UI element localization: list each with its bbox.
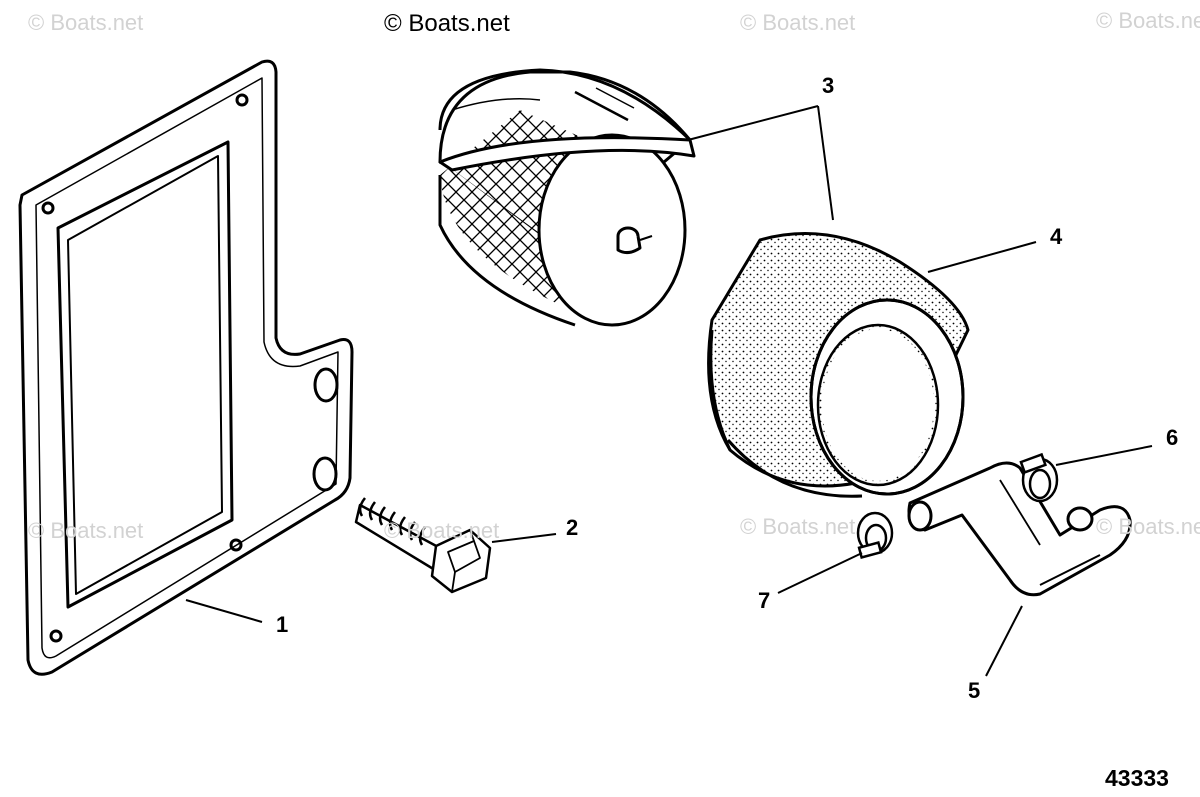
foam-sleeve (707, 232, 970, 498)
callout-2: 2 (566, 515, 579, 540)
leader-line-2 (491, 533, 557, 543)
watermark: © Boats.net (1096, 514, 1200, 539)
leader-line-5 (985, 605, 1023, 677)
callout-7: 7 (758, 588, 771, 613)
hose-clamp-upper (1019, 452, 1059, 503)
hose (907, 461, 1132, 597)
watermark-copyright: © Boats.net (384, 10, 510, 37)
callout-5: 5 (968, 678, 981, 703)
leader-line-4 (927, 241, 1037, 273)
filter-element (438, 68, 696, 327)
watermark: © Boats.net (384, 518, 500, 543)
bolt (354, 497, 492, 594)
callout-4: 4 (1050, 224, 1063, 249)
hose-clamp-lower (856, 511, 894, 559)
watermark: © Boats.net (28, 518, 144, 543)
watermark: © Boats.net (28, 10, 144, 35)
watermark: © Boats.net (740, 514, 856, 539)
callout-6: 6 (1166, 425, 1179, 450)
figure-number: 43333 (1105, 765, 1169, 791)
gasket-plate (18, 59, 354, 676)
leader-line-7 (777, 552, 863, 594)
watermark: © Boats.net (740, 10, 856, 35)
leader-line-1 (185, 599, 263, 623)
callout-1: 1 (276, 612, 289, 637)
watermark: © Boats.net (1096, 8, 1200, 33)
callout-3: 3 (822, 73, 835, 98)
leader-line-3 (687, 105, 834, 221)
leader-line-6 (1055, 445, 1153, 466)
